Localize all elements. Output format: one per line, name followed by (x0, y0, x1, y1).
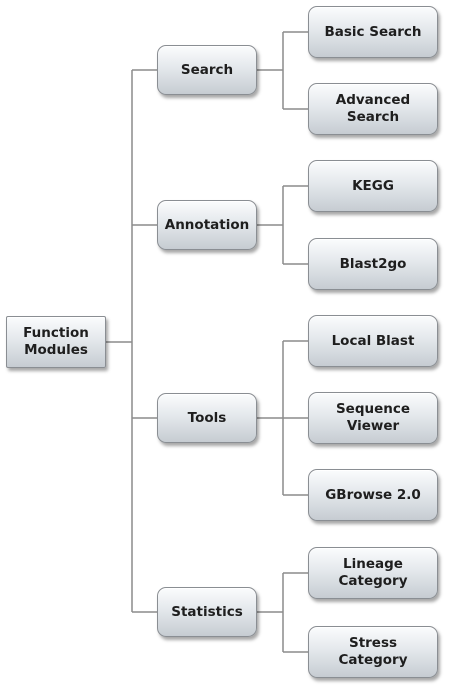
connector-annotation-branch (257, 185, 308, 265)
module-search: Search (157, 45, 257, 95)
leaf-sequence-viewer: Sequence Viewer (308, 392, 438, 444)
connector-statistics-branch (257, 572, 308, 653)
leaf-lineage-category: Lineage Category (308, 547, 438, 599)
leaf-label: Local Blast (331, 332, 415, 349)
leaf-label: Basic Search (324, 23, 422, 40)
leaf-label: Stress Category (338, 635, 408, 668)
leaf-stress-category: Stress Category (308, 626, 438, 678)
leaf-blast2go: Blast2go (308, 238, 438, 290)
leaf-label: Lineage Category (338, 556, 408, 589)
module-label: Tools (187, 409, 227, 426)
connector-search-branch (257, 31, 308, 110)
module-annotation: Annotation (157, 200, 257, 250)
module-tools: Tools (157, 393, 257, 443)
leaf-label: Sequence Viewer (335, 401, 411, 434)
module-label: Search (180, 61, 234, 78)
leaf-basic-search: Basic Search (308, 6, 438, 58)
leaf-local-blast: Local Blast (308, 315, 438, 367)
leaf-kegg: KEGG (308, 160, 438, 212)
leaf-label: GBrowse 2.0 (325, 486, 421, 503)
connector-tools-branch (257, 340, 308, 496)
leaf-label: Advanced Search (335, 92, 411, 125)
leaf-label: Blast2go (339, 255, 407, 272)
module-statistics: Statistics (157, 587, 257, 637)
leaf-label: KEGG (352, 177, 394, 194)
leaf-advanced-search: Advanced Search (308, 83, 438, 135)
root-node: Function Modules (6, 316, 106, 368)
leaf-gbrowse: GBrowse 2.0 (308, 469, 438, 521)
root-label: Function Modules (23, 325, 89, 358)
module-label: Annotation (164, 216, 250, 233)
module-label: Statistics (171, 603, 243, 620)
